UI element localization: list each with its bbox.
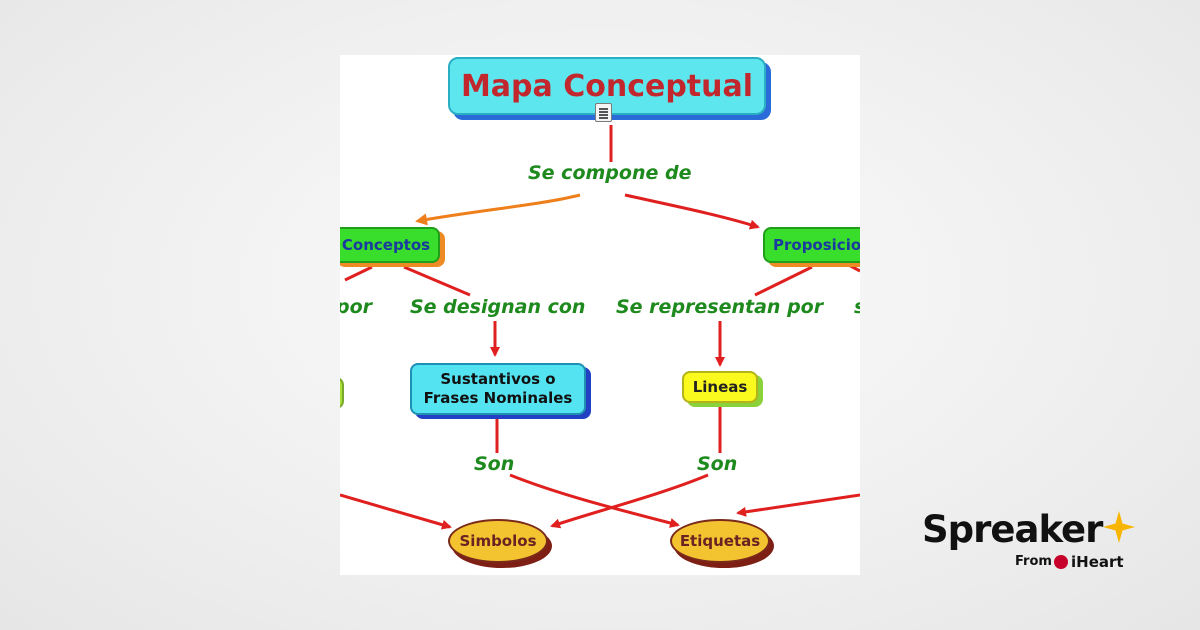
connector-conceptos-left	[344, 265, 373, 282]
star-icon	[1103, 511, 1135, 543]
node-sustantivos-line2: Frases Nominales	[423, 389, 573, 407]
connector-right-etiquetas	[736, 493, 860, 517]
node-sustantivos-line1: Sustantivos o	[440, 370, 556, 388]
spreaker-logo: Spreaker From iHeart	[922, 508, 1142, 578]
title-node: Mapa Conceptual	[448, 57, 766, 115]
connector-left-simbolos	[340, 493, 452, 530]
brand-partner: iHeart	[1071, 553, 1124, 571]
node-simbolos: Simbolos	[448, 519, 548, 563]
link-label-son-left: Son	[474, 453, 515, 475]
connector-to-proposiciones	[624, 193, 760, 230]
connector-proposiciones-representan	[754, 265, 813, 297]
connector-layer	[340, 125, 860, 530]
link-label-designan: Se designan con	[410, 296, 586, 318]
connector-to-conceptos	[415, 193, 581, 226]
brand-from-label: From	[1015, 554, 1052, 569]
node-etiquetas: Etiquetas	[670, 519, 770, 563]
connector-conceptos-designan	[403, 265, 471, 297]
link-label-son-right: Son	[697, 453, 738, 475]
node-conceptos: Conceptos	[340, 227, 440, 263]
link-label-left-fragment: por	[340, 296, 373, 318]
concept-map-image: Mapa Conceptual Se compone de Conceptos …	[340, 55, 860, 575]
brand-name: Spreaker	[922, 508, 1103, 551]
iheart-icon	[1054, 555, 1068, 569]
link-label-main: Se compone de	[528, 162, 692, 184]
document-icon[interactable]	[595, 103, 612, 122]
node-sustantivos: Sustantivos o Frases Nominales	[410, 363, 586, 415]
node-lineas: Lineas	[682, 371, 758, 403]
connector-son-left-etiquetas	[509, 473, 680, 528]
connector-proposiciones-right	[844, 261, 860, 273]
link-label-right-fragment: s	[854, 296, 860, 318]
connector-son-right-simbolos	[550, 473, 709, 529]
node-proposiciones: Proposicio	[763, 227, 860, 263]
link-label-representan: Se representan por	[616, 296, 824, 318]
